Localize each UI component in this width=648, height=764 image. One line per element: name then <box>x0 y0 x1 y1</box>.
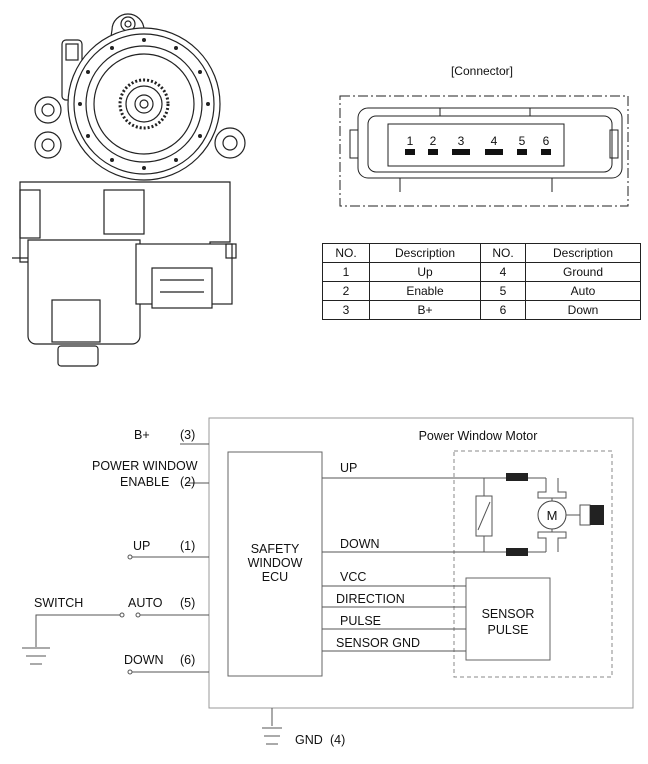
label-enable-pin: (2) <box>180 475 195 489</box>
label-gnd-pin: (4) <box>330 733 345 747</box>
motor-illustration <box>12 13 246 367</box>
label-direction: DIRECTION <box>336 592 405 606</box>
table-cell: Auto <box>525 281 641 301</box>
pin-number-5: 5 <box>519 134 526 148</box>
circuit-components <box>506 473 604 556</box>
label-vcc: VCC <box>340 570 366 584</box>
table-cell: 5 <box>480 281 526 301</box>
label-pulse: PULSE <box>340 614 381 628</box>
label-up-pin: (1) <box>180 539 195 553</box>
sensor-label-line2: PULSE <box>488 623 529 637</box>
label-enable-line1: POWER WINDOW <box>92 459 198 473</box>
circuit-terminals <box>119 554 141 675</box>
table-row: 2 Enable 5 Auto <box>322 281 641 301</box>
pin-contact-4 <box>485 149 503 155</box>
ecu-label-line1: SAFETY <box>251 542 300 556</box>
label-sensor-gnd: SENSOR GND <box>336 636 420 650</box>
circuit-wires <box>22 417 634 745</box>
table-header-row: NO. Description NO. Description <box>322 243 641 263</box>
connector-outline <box>339 95 629 207</box>
pin-contact-6 <box>541 149 551 155</box>
pin-contact-2 <box>428 149 438 155</box>
label-bplus-pin: (3) <box>180 428 195 442</box>
connector-title: [Connector] <box>451 64 513 78</box>
table-cell: B+ <box>369 300 481 320</box>
table-cell: 6 <box>480 300 526 320</box>
pin-contact-3 <box>452 149 470 155</box>
table-cell: Down <box>525 300 641 320</box>
table-header: Description <box>369 243 481 263</box>
table-row: 3 B+ 6 Down <box>322 300 641 320</box>
label-switch: SWITCH <box>34 596 83 610</box>
pin-contact-1 <box>405 149 415 155</box>
motor-symbol: M <box>547 508 558 523</box>
ecu-label-line3: ECU <box>262 570 288 584</box>
pin-number-1: 1 <box>407 134 414 148</box>
table-cell: 3 <box>322 300 370 320</box>
label-int-down: DOWN <box>340 537 380 551</box>
table-cell: Up <box>369 262 481 282</box>
up-line-fuse <box>506 473 528 481</box>
label-auto: AUTO <box>128 596 163 610</box>
label-up: UP <box>133 539 150 553</box>
pin-contact-5 <box>517 149 527 155</box>
table-header: NO. <box>480 243 526 263</box>
label-gnd: GND <box>295 733 323 747</box>
pin-number-4: 4 <box>491 134 498 148</box>
label-int-up: UP <box>340 461 357 475</box>
down-line-fuse <box>506 548 528 556</box>
pin-number-3: 3 <box>458 134 465 148</box>
pin-description-table: NO. Description NO. Description 1 Up 4 G… <box>322 243 641 320</box>
label-down-pin: (6) <box>180 653 195 667</box>
label-auto-pin: (5) <box>180 596 195 610</box>
connector-pins: 1 2 3 4 5 6 <box>405 134 551 155</box>
sensor-label-line1: SENSOR <box>482 607 535 621</box>
table-header: Description <box>525 243 641 263</box>
label-bplus: B+ <box>134 428 150 442</box>
ecu-label-line2: WINDOW <box>248 556 303 570</box>
pin-number-2: 2 <box>430 134 437 148</box>
table-cell: 2 <box>322 281 370 301</box>
table-cell: 4 <box>480 262 526 282</box>
circuit-labels: Power Window Motor SAFETY WINDOW ECU M S… <box>34 428 557 747</box>
table-cell: 1 <box>322 262 370 282</box>
label-down: DOWN <box>124 653 164 667</box>
table-cell: Enable <box>369 281 481 301</box>
table-cell: Ground <box>525 262 641 282</box>
table-header: NO. <box>322 243 370 263</box>
motor-magnet-block <box>590 505 604 525</box>
label-enable-line2: ENABLE <box>120 475 169 489</box>
motor-title: Power Window Motor <box>419 429 538 443</box>
table-row: 1 Up 4 Ground <box>322 262 641 282</box>
pin-number-6: 6 <box>543 134 550 148</box>
